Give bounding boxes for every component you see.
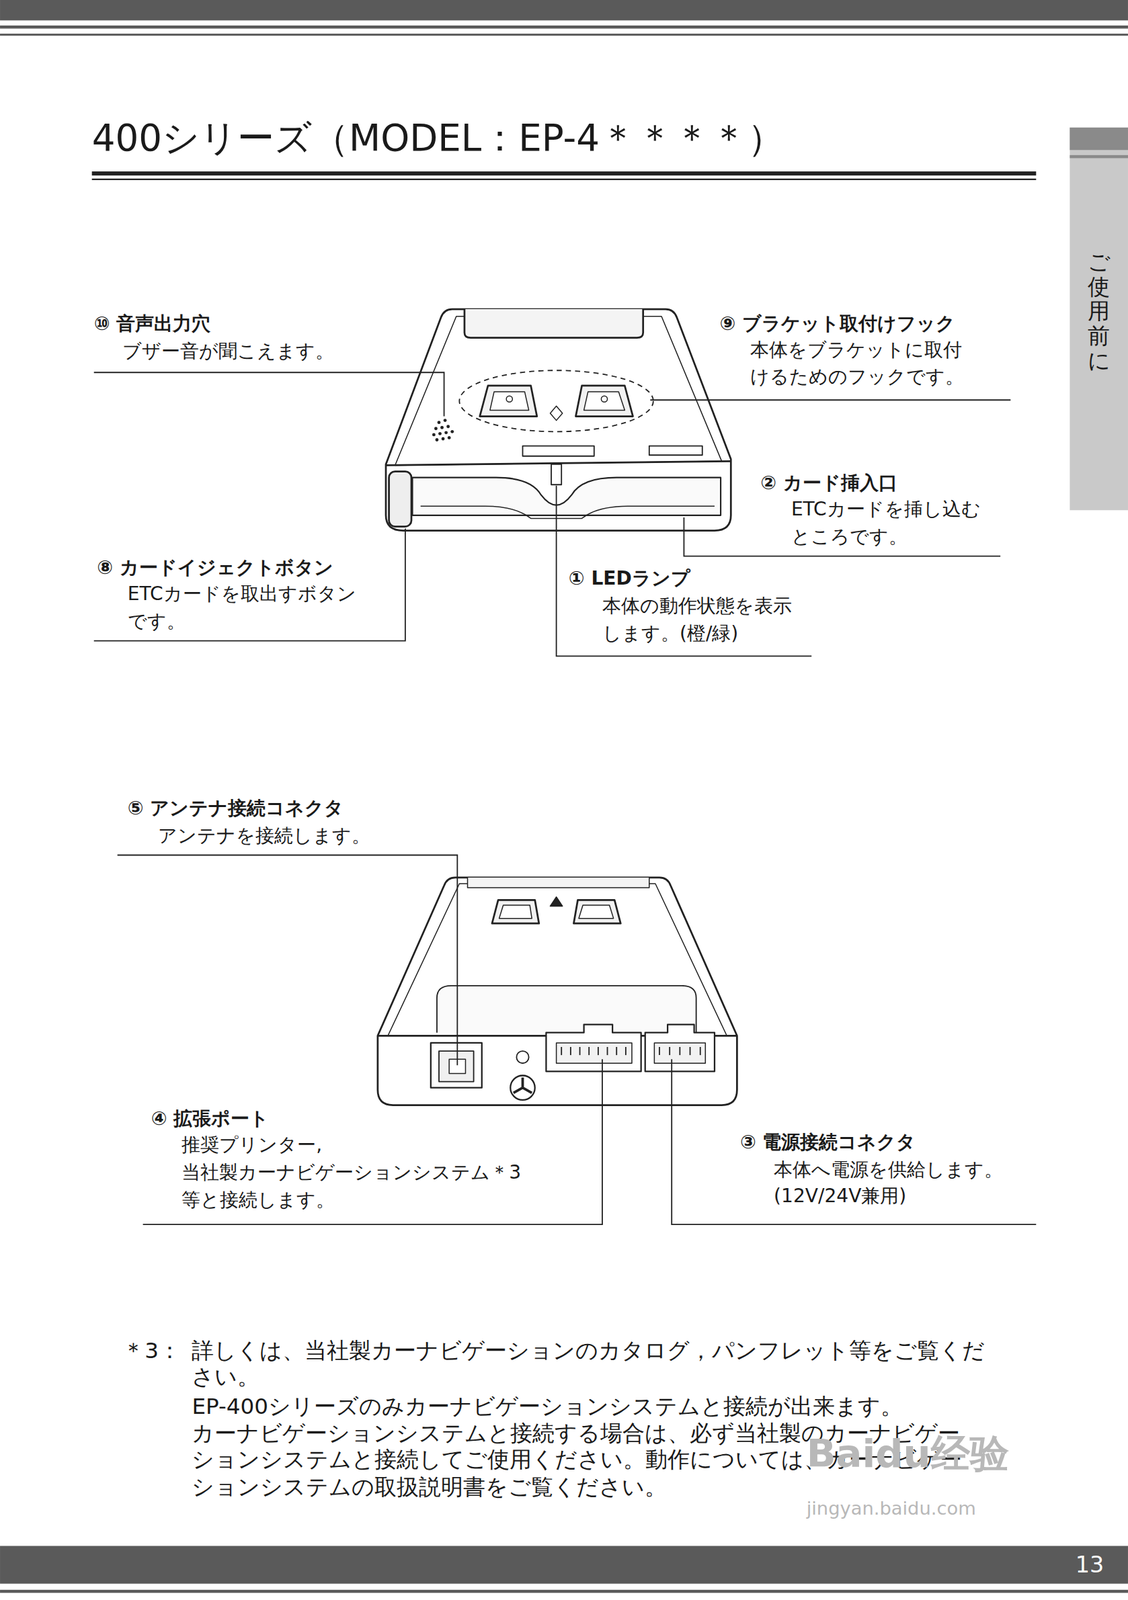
speaker-hole bbox=[447, 436, 452, 440]
pin bbox=[699, 1047, 702, 1056]
device-rear bbox=[377, 877, 738, 1106]
leader-lines bbox=[94, 372, 1037, 1225]
speaker-hole bbox=[434, 426, 438, 431]
pin bbox=[625, 1047, 627, 1056]
callout-text: です。 bbox=[127, 610, 186, 634]
connector-pins bbox=[561, 1047, 701, 1056]
footnote: EP-400シリーズのみカーナビゲーションシステムと接続が出来ます。 bbox=[191, 1394, 903, 1421]
callout-text: ETCカードを取出すボタン bbox=[127, 582, 357, 606]
pin bbox=[689, 1047, 692, 1056]
callout-text: 等と接続します。 bbox=[181, 1189, 335, 1213]
callout-heading: ⑩ 音声出力穴 bbox=[94, 312, 212, 336]
speaker-hole bbox=[438, 432, 442, 436]
pin bbox=[678, 1047, 681, 1056]
callout-text: 本体をブラケットに取付 bbox=[750, 338, 962, 362]
callout-heading: ⑨ ブラケット取付けフック bbox=[719, 312, 956, 336]
page-title: 400シリーズ（MODEL：EP-4＊＊＊＊） bbox=[92, 116, 785, 161]
callout-text: (12V/24V兼用) bbox=[773, 1185, 907, 1208]
pin bbox=[607, 1047, 609, 1056]
callout-text: 推奨プリンター, bbox=[181, 1134, 322, 1157]
speaker-hole bbox=[450, 430, 454, 434]
callout-text: 当社製カーナビゲーションシステム＊3 bbox=[181, 1161, 521, 1185]
title-rule bbox=[92, 178, 1037, 181]
speaker-hole bbox=[440, 426, 444, 430]
speaker-hole bbox=[443, 418, 448, 423]
side-tab-line bbox=[1069, 155, 1128, 159]
header-line bbox=[0, 25, 1128, 29]
callout-text: ETCカードを挿し込む bbox=[791, 498, 981, 521]
footnote: ＊3： bbox=[122, 1338, 181, 1365]
callout-text: ところです。 bbox=[791, 525, 908, 549]
pin bbox=[570, 1047, 572, 1056]
footer-bar bbox=[0, 1546, 1128, 1585]
callout-heading: ③ 電源接続コネクタ bbox=[740, 1131, 917, 1155]
callout-heading: ⑧ カードイジェクトボタン bbox=[96, 556, 334, 580]
speaker-hole bbox=[441, 437, 446, 441]
footnote: ションシステムの取扱説明書をご覧ください。 bbox=[191, 1474, 667, 1502]
callout-heading: ① LEDランプ bbox=[568, 567, 691, 591]
callout-heading: ② カード挿入口 bbox=[760, 471, 898, 495]
watermark: jingyan.baidu.com bbox=[806, 1498, 977, 1521]
side-tab-label: ご使用前に bbox=[1087, 250, 1110, 374]
pin bbox=[560, 1047, 562, 1056]
speaker-hole bbox=[446, 424, 450, 429]
pin bbox=[579, 1047, 581, 1056]
pin bbox=[597, 1047, 599, 1056]
side-tab: ご使用前に bbox=[1069, 163, 1128, 501]
pin bbox=[658, 1047, 661, 1056]
footer-band: 13 bbox=[1051, 1546, 1128, 1585]
footnote: 詳しくは、当社製カーナビゲーションのカタログ，パンフレット等をご覧くだ bbox=[191, 1338, 985, 1365]
speaker-hole bbox=[432, 432, 436, 437]
pin bbox=[588, 1047, 590, 1056]
callout-text: します。(橙/緑) bbox=[602, 622, 739, 646]
watermark: Baidu经验 bbox=[806, 1431, 1010, 1478]
footnote: さい。 bbox=[191, 1364, 260, 1391]
speaker-holes bbox=[432, 418, 454, 442]
callout-heading: ⑤ アンテナ接続コネクタ bbox=[127, 797, 345, 821]
footer-line bbox=[0, 1590, 1128, 1594]
callout-text: ブザー音が聞こえます。 bbox=[122, 340, 335, 364]
speaker-hole bbox=[435, 438, 439, 442]
callout-text: 本体の動作状態を表示 bbox=[602, 594, 792, 618]
speaker-hole bbox=[437, 420, 441, 425]
callout-heading: ④ 拡張ポート bbox=[151, 1107, 270, 1131]
side-tab bbox=[1069, 127, 1128, 511]
side-tab-head bbox=[1069, 127, 1128, 150]
callout-text: 本体へ電源を供給します。 bbox=[773, 1158, 1003, 1182]
pin bbox=[668, 1047, 671, 1056]
header-bar bbox=[0, 0, 1128, 21]
device-top bbox=[385, 309, 731, 532]
callout-text: けるためのフックです。 bbox=[750, 365, 964, 389]
title-rule bbox=[92, 171, 1037, 176]
page-number: 13 bbox=[1075, 1552, 1105, 1579]
speaker-hole bbox=[444, 430, 448, 435]
callout-text: アンテナを接続します。 bbox=[157, 824, 371, 848]
header-line bbox=[0, 33, 1128, 36]
pin bbox=[615, 1047, 618, 1056]
